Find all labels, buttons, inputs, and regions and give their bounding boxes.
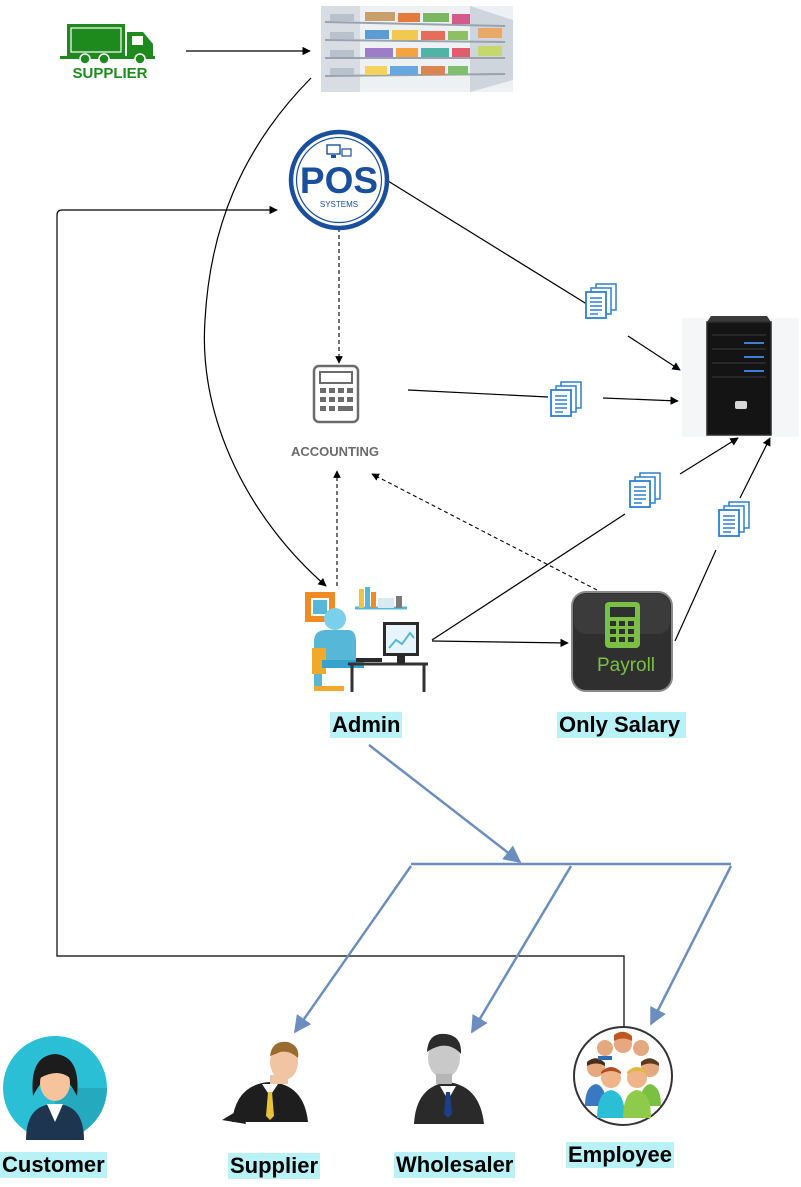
customer-avatar	[3, 1036, 107, 1140]
edge-docs-to-server-3	[679, 437, 739, 475]
pos-subtitle: SYSTEMS	[320, 200, 358, 209]
document-stack-icon	[718, 501, 750, 537]
shelves-image	[321, 6, 513, 92]
supplier-avatar	[222, 1041, 308, 1124]
edge-admin-to-payroll	[431, 638, 569, 648]
employee-group-icon	[573, 1026, 673, 1126]
truck-icon: SUPPLIER	[60, 24, 155, 82]
document-stack-icon	[550, 381, 582, 417]
wholesaler-avatar	[414, 1033, 484, 1124]
document-stack-icon	[585, 283, 617, 319]
edge-docs-to-server-2	[602, 396, 679, 405]
edge-admin-to-docs	[431, 513, 626, 641]
wholesaler-label: Wholesaler	[394, 1152, 516, 1178]
edge-payroll-to-accounting	[371, 473, 598, 591]
admin-desk-icon	[305, 587, 428, 692]
black-connectors	[56, 46, 771, 1028]
edge-accounting-to-docs	[407, 389, 549, 398]
edge-docs-to-server-1	[627, 335, 681, 371]
dashed-connectors	[333, 228, 598, 591]
payroll-icon: Payroll	[571, 591, 673, 692]
edge-admin-to-bus	[368, 744, 522, 864]
blue-connectors	[293, 744, 733, 1034]
payroll-label: Only Salary	[557, 712, 687, 738]
edge-pos-to-docs	[387, 180, 591, 307]
pos-title: POS	[300, 160, 378, 201]
payroll-title: Payroll	[597, 655, 655, 676]
edge-bus-to-wholesaler	[470, 865, 573, 1034]
edge-bus-to-supplier	[293, 865, 413, 1034]
edge-employee-to-pos	[56, 205, 625, 1028]
document-stack-icon	[629, 472, 661, 508]
edge-bus-to-employee	[649, 865, 733, 1026]
edge-docs-to-server-4	[739, 437, 771, 499]
edge-payroll-to-docs	[674, 549, 717, 642]
customer-label: Customer	[0, 1152, 107, 1178]
server-icon	[682, 316, 799, 437]
supplier-label: Supplier	[228, 1153, 321, 1179]
calculator-icon: ACCOUNTING	[291, 364, 379, 459]
admin-label: Admin	[330, 712, 403, 738]
edge-shelves-to-admin	[203, 77, 327, 587]
employee-label: Employee	[566, 1142, 674, 1168]
truck-label: SUPPLIER	[72, 65, 147, 82]
accounting-label: ACCOUNTING	[291, 444, 379, 459]
pos-logo: POS SYSTEMS	[288, 129, 390, 231]
